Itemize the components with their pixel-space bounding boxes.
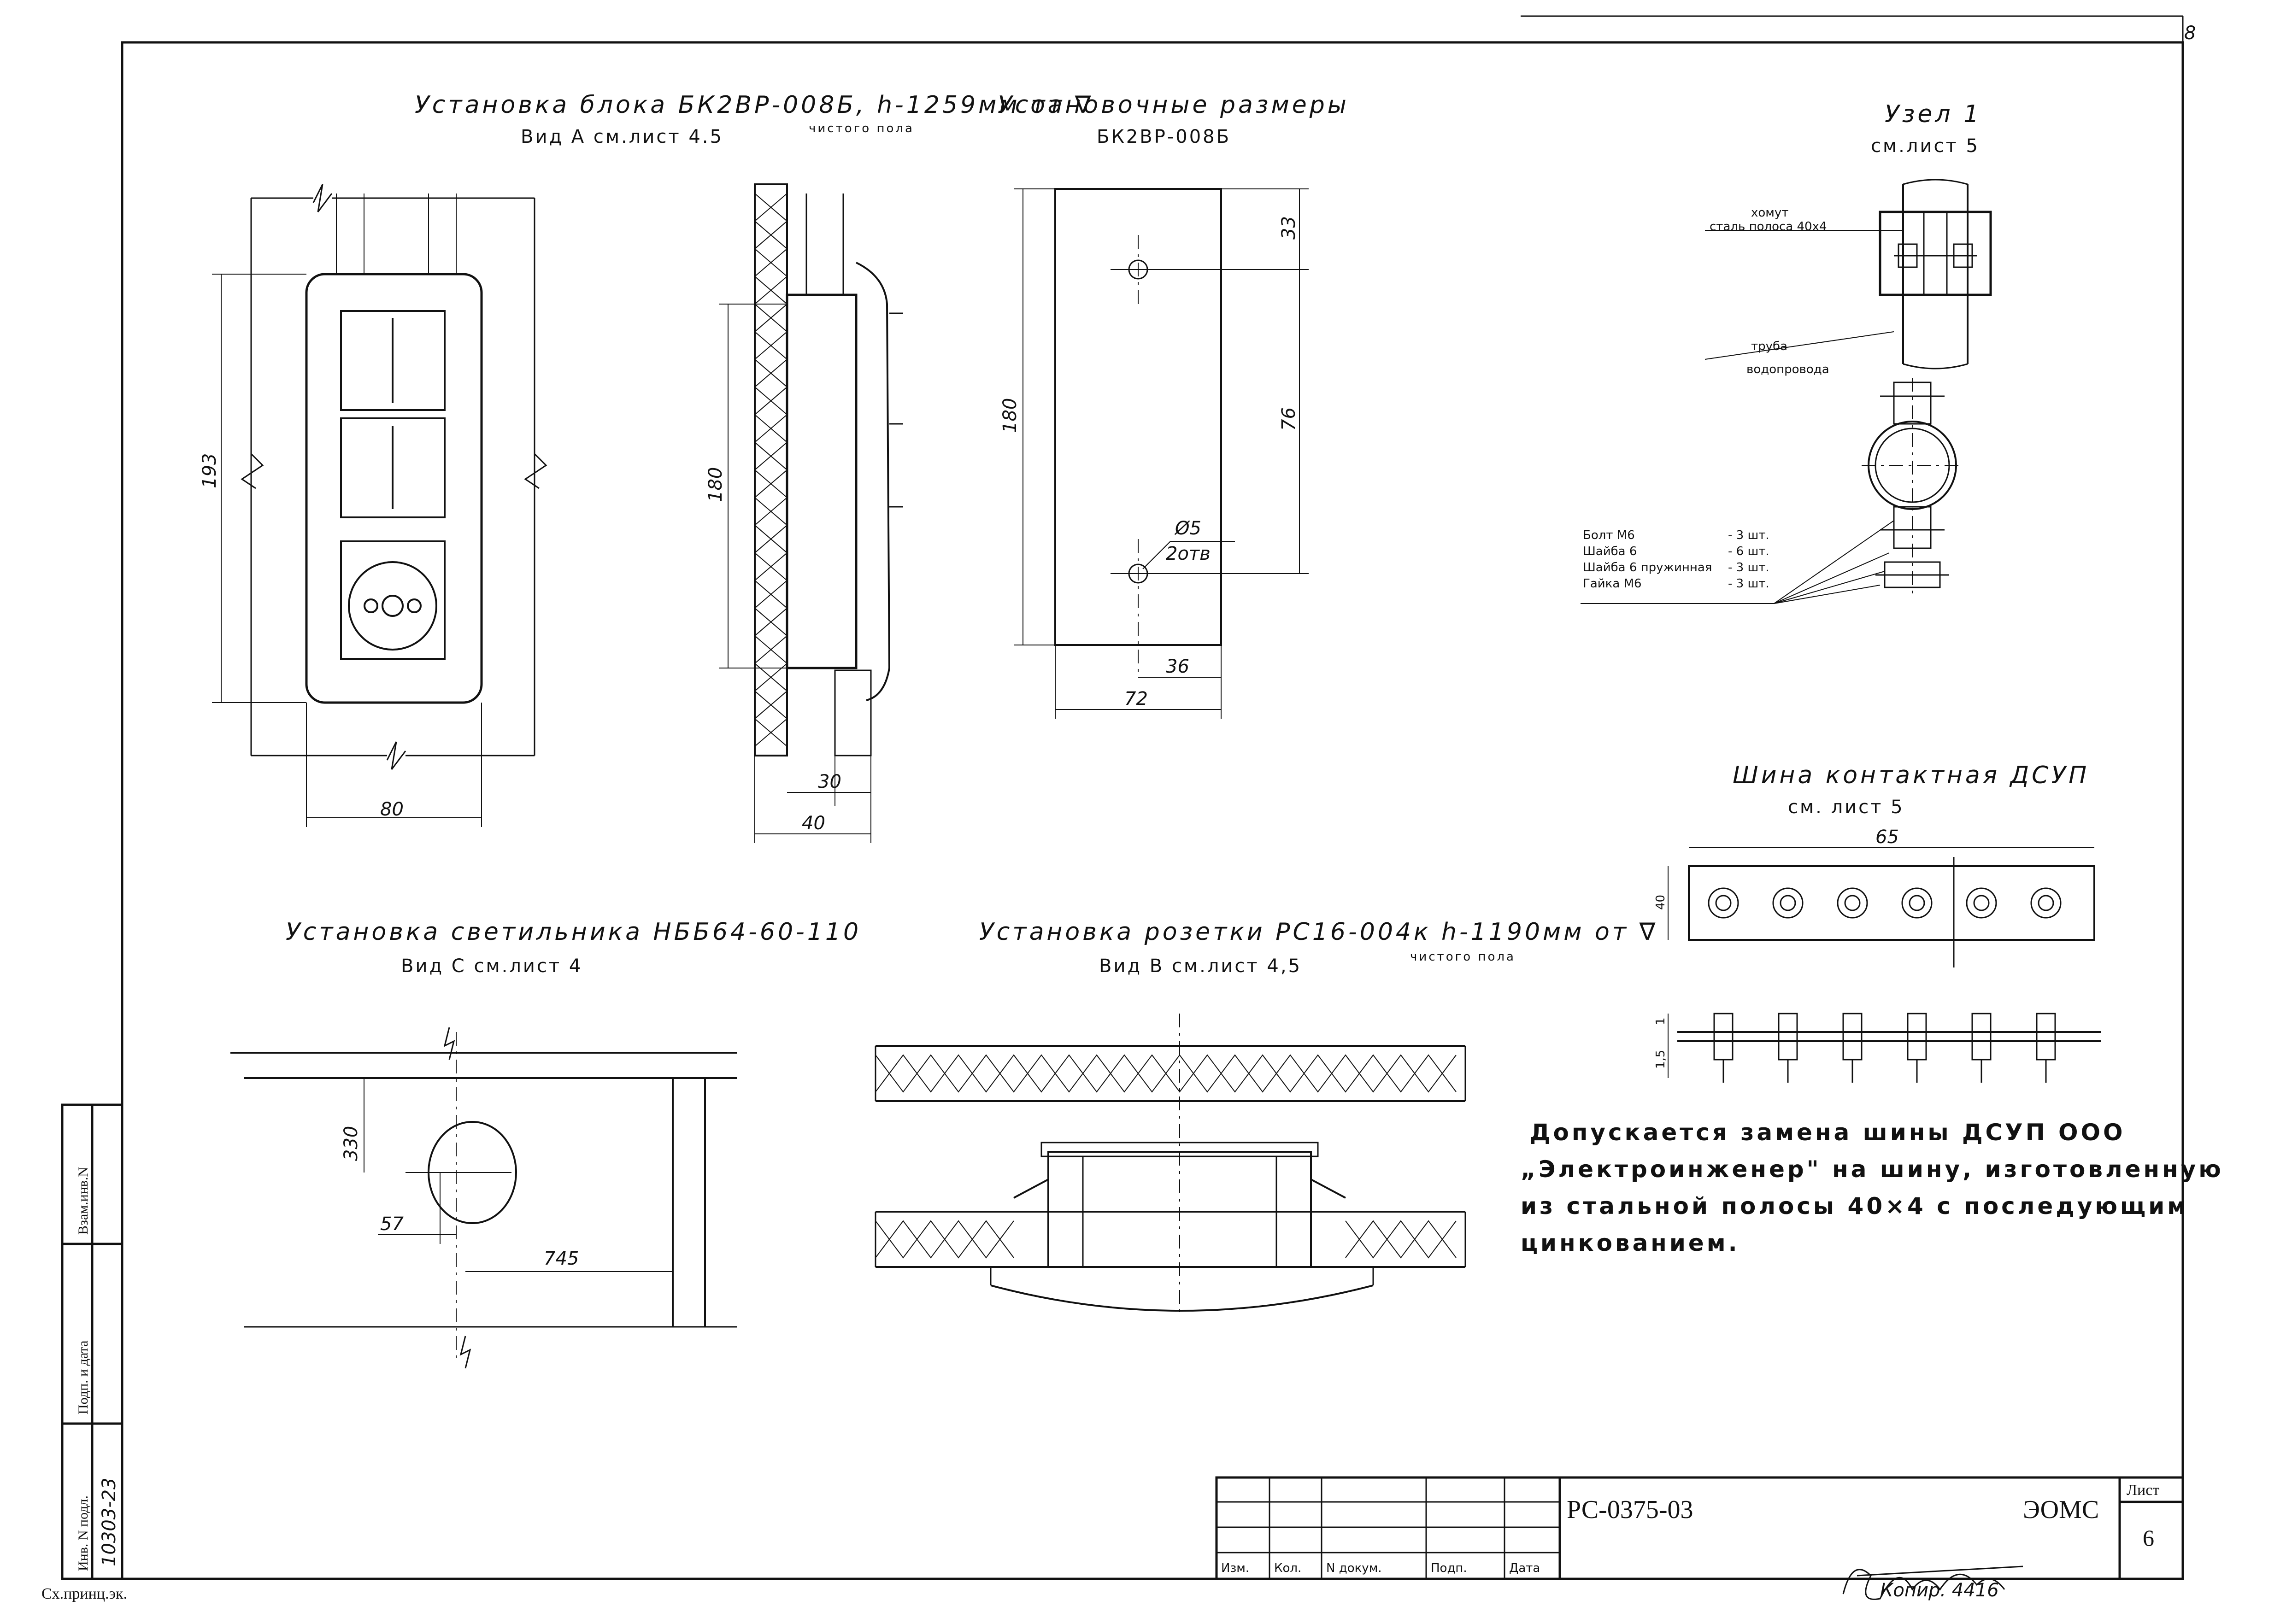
socket-install-view — [875, 1014, 1466, 1313]
stamp-col: Дата — [1509, 1561, 1540, 1575]
doc-org: ЭОМС — [2023, 1495, 2099, 1524]
block-view: Вид А см.лист 4.5 — [521, 126, 723, 147]
title-block — [1215, 1476, 2184, 1580]
mount-title: Установочные размеры — [998, 91, 1349, 119]
note-line: цинкованием. — [1521, 1230, 1740, 1256]
page-number: 8 — [2184, 23, 2196, 44]
dim-72: 72 — [1124, 688, 1148, 709]
stamp-col: Кол. — [1274, 1561, 1301, 1575]
dim-76: 76 — [1278, 407, 1299, 431]
note-line: „Электроинженер" на шину, изготовленную — [1521, 1156, 2224, 1183]
node1-clamp: хомут — [1751, 206, 1788, 220]
node1-ref: см.лист 5 — [1871, 135, 1980, 157]
sheet-frame — [121, 41, 2184, 1580]
sheet-number: 6 — [2143, 1525, 2154, 1551]
side-stamp-label: Подп. и дата — [76, 1341, 91, 1414]
node1-pipe-detail: водопровода — [1746, 363, 1829, 376]
stamp-col: Изм. — [1221, 1561, 1249, 1575]
part-name: Болт М6 — [1583, 528, 1635, 542]
bottom-left-label: Сх.принц.эк. — [41, 1585, 127, 1602]
mount-dimensions-view — [1014, 188, 1309, 719]
block-title: Установка блока БК2ВР-008Б, h-1259мм от … — [415, 91, 1094, 119]
side-stamp — [61, 1103, 123, 1580]
dim-65: 65 — [1875, 827, 1899, 848]
node1-view — [1581, 179, 1992, 604]
side-stamp-label: Инв. N подл. — [76, 1495, 91, 1571]
signature-text: Копир. 4416 — [1880, 1580, 1999, 1601]
sheet-label: Лист — [2127, 1482, 2159, 1499]
bus-ref: см. лист 5 — [1788, 797, 1904, 818]
bus-bar-view — [1668, 847, 2101, 1083]
dim-180: 180 — [999, 398, 1021, 433]
part-qty: - 3 шт. — [1728, 528, 1769, 542]
block-title-tail: чистого пола — [809, 122, 914, 135]
stamp-col: Подп. — [1431, 1561, 1467, 1575]
dim-36: 36 — [1166, 656, 1189, 677]
dim-80: 80 — [380, 799, 404, 820]
side-stamp-label: Взам.инв.N — [76, 1167, 91, 1235]
node1-pipe: труба — [1751, 340, 1787, 353]
bus-title: Шина контактная ДСУП — [1733, 762, 2089, 789]
mount-model: БК2ВР-008Б — [1097, 126, 1231, 147]
part-qty: - 3 шт. — [1728, 561, 1769, 575]
doc-code: РС-0375-03 — [1567, 1495, 1693, 1524]
note-line: из стальной полосы 40×4 с последующим — [1521, 1193, 2189, 1219]
block-side-section — [719, 183, 903, 843]
dim-40: 40 — [802, 813, 825, 834]
stamp-col: N докум. — [1326, 1561, 1382, 1575]
part-qty: - 3 шт. — [1728, 577, 1769, 591]
dim-193: 193 — [199, 453, 220, 488]
dim-40-bus: 40 — [1654, 895, 1668, 910]
socket-view: Вид В см.лист 4,5 — [1099, 956, 1302, 977]
socket-title-tail: чистого пола — [1410, 950, 1516, 964]
part-name: Гайка М6 — [1583, 577, 1642, 591]
side-stamp-value: 10303-23 — [99, 1477, 120, 1566]
part-name: Шайба 6 пружинная — [1583, 561, 1712, 575]
socket-title: Установка розетки РС16-004к h-1190мм от … — [979, 918, 1658, 946]
replacement-note: Допускается замена шины ДСУП ООО „Электр… — [1521, 1119, 2224, 1256]
dim-holes-count: 2отв — [1166, 543, 1211, 564]
part-name: Шайба 6 — [1583, 545, 1637, 558]
dim-180-side: 180 — [705, 467, 726, 502]
node1-parts-list: Болт М6 - 3 шт. Шайба 6 - 6 шт. Шайба 6 … — [1583, 528, 1769, 591]
part-qty: - 6 шт. — [1728, 545, 1769, 558]
signature-mark — [1842, 1565, 2023, 1600]
lamp-view: Вид С см.лист 4 — [401, 956, 582, 977]
dim-side-1-5: 1,5 — [1654, 1050, 1668, 1069]
lamp-install-view — [230, 1027, 737, 1369]
dim-hole: Ø5 — [1174, 518, 1201, 539]
node1-clamp-detail: сталь полоса 40х4 — [1710, 220, 1827, 234]
dim-side-1: 1 — [1654, 1017, 1668, 1025]
dim-330: 330 — [341, 1126, 362, 1161]
dim-745: 745 — [544, 1248, 579, 1269]
node1-title: Узел 1 — [1885, 100, 1981, 128]
dim-33: 33 — [1278, 216, 1299, 240]
lamp-title: Установка светильника НББ64-60-110 — [286, 918, 861, 946]
dim-57: 57 — [380, 1214, 404, 1235]
block-front-view — [212, 184, 547, 827]
note-line: Допускается замена шины ДСУП ООО — [1530, 1119, 2126, 1146]
dim-30: 30 — [818, 771, 841, 792]
